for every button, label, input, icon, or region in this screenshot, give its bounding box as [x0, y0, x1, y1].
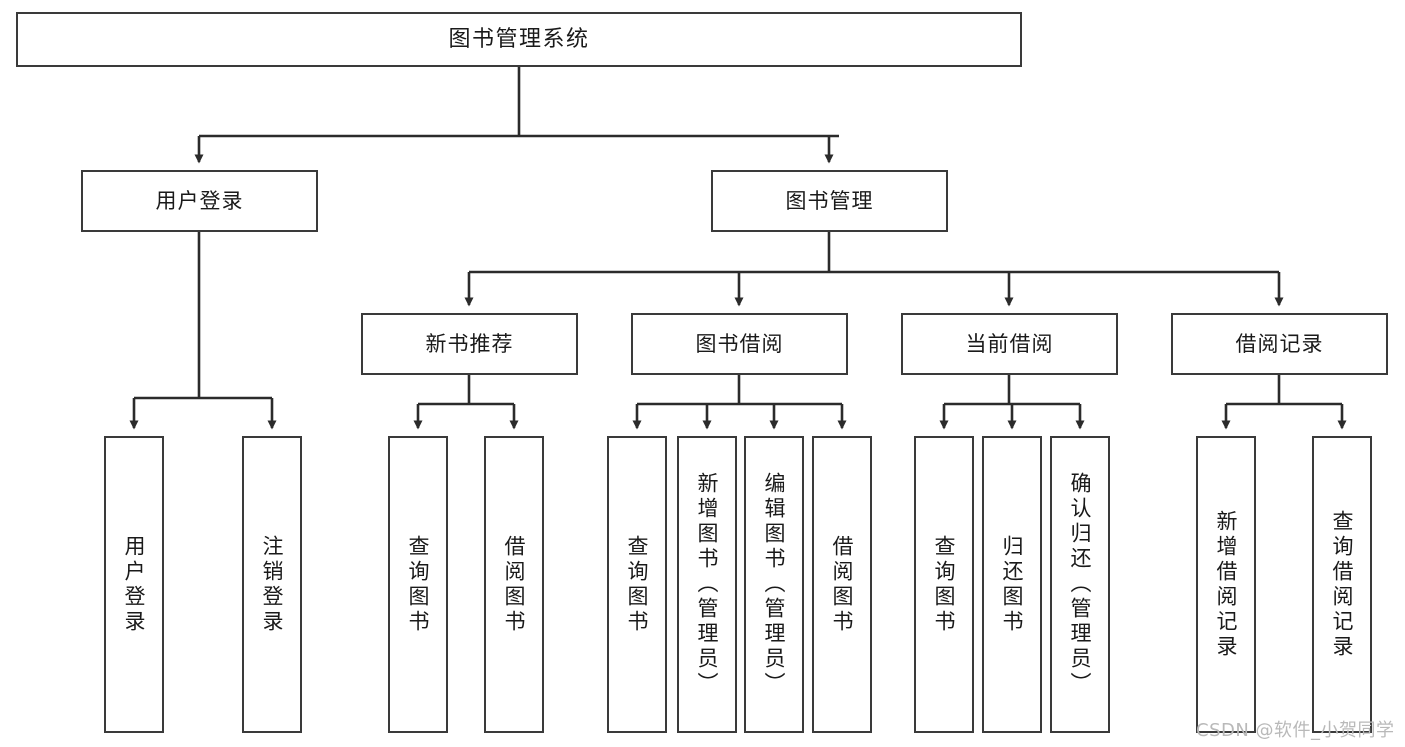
leaf-user-login[interactable]: 用户登录	[104, 436, 164, 733]
node-book-management[interactable]: 图书管理	[711, 170, 948, 232]
node-current-borrow[interactable]: 当前借阅	[901, 313, 1118, 375]
csdn-watermark: CSDN @软件_小贺同学	[1196, 720, 1395, 741]
leaf-borrow-add-book-admin[interactable]: 新增图书（管理员）	[677, 436, 737, 733]
leaf-record-query-record[interactable]: 查询借阅记录	[1312, 436, 1372, 733]
node-label: 编辑图书（管理员）	[762, 472, 787, 697]
node-label: 图书借阅	[695, 331, 784, 356]
leaf-borrow-borrow-book[interactable]: 借阅图书	[812, 436, 872, 733]
node-label: 用户登录	[122, 534, 147, 635]
leaf-borrow-query-book[interactable]: 查询图书	[607, 436, 667, 733]
leaf-record-add-record[interactable]: 新增借阅记录	[1196, 436, 1256, 733]
leaf-current-confirm-return-admin[interactable]: 确认归还（管理员）	[1050, 436, 1110, 733]
node-new-book-recommend[interactable]: 新书推荐	[361, 313, 578, 375]
node-label: 查询图书	[625, 534, 650, 635]
node-label: 查询借阅记录	[1330, 509, 1355, 660]
node-label: 图书管理系统	[448, 26, 590, 52]
node-borrow-record[interactable]: 借阅记录	[1171, 313, 1388, 375]
node-label: 新增图书（管理员）	[695, 472, 720, 697]
leaf-logout[interactable]: 注销登录	[242, 436, 302, 733]
node-book-borrow[interactable]: 图书借阅	[631, 313, 848, 375]
node-label: 当前借阅	[965, 331, 1054, 356]
node-label: 新增借阅记录	[1214, 509, 1239, 660]
leaf-recommend-borrow-book[interactable]: 借阅图书	[484, 436, 544, 733]
node-label: 新书推荐	[425, 331, 514, 356]
node-label: 借阅图书	[830, 534, 855, 635]
node-label: 借阅图书	[502, 534, 527, 635]
node-label: 查询图书	[932, 534, 957, 635]
node-label: 借阅记录	[1235, 331, 1324, 356]
node-label: 用户登录	[155, 188, 244, 213]
leaf-current-query-book[interactable]: 查询图书	[914, 436, 974, 733]
node-label: 注销登录	[260, 534, 285, 635]
node-label: 图书管理	[785, 188, 874, 213]
node-label: 确认归还（管理员）	[1068, 472, 1093, 697]
node-root-system[interactable]: 图书管理系统	[16, 12, 1022, 67]
node-label: 查询图书	[406, 534, 431, 635]
node-label: 归还图书	[1000, 534, 1025, 635]
leaf-borrow-edit-book-admin[interactable]: 编辑图书（管理员）	[744, 436, 804, 733]
leaf-current-return-book[interactable]: 归还图书	[982, 436, 1042, 733]
leaf-recommend-query-book[interactable]: 查询图书	[388, 436, 448, 733]
node-user-login[interactable]: 用户登录	[81, 170, 318, 232]
